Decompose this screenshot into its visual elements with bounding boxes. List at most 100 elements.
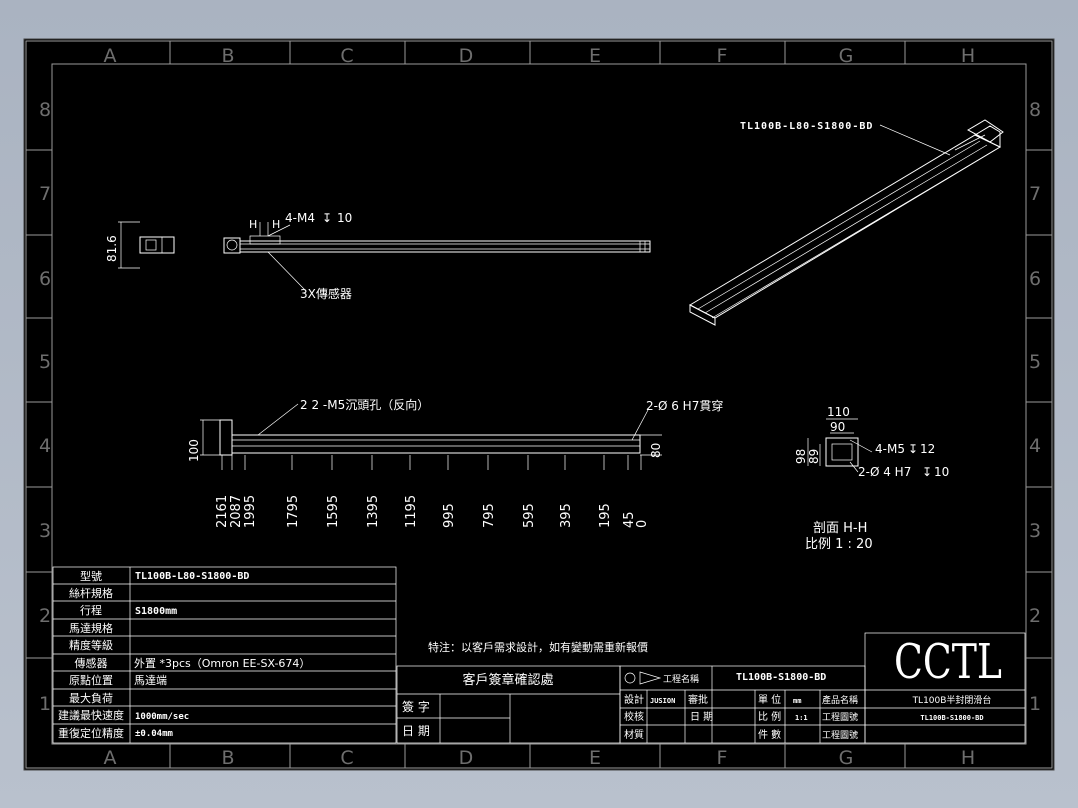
check-label: 校核 [624, 710, 644, 723]
projection-icon [624, 672, 636, 684]
row-label: 2 [1029, 605, 1041, 627]
ordinate-label: 995 [442, 503, 457, 528]
col-label: H [961, 747, 975, 769]
spec-value: S1800mm [135, 606, 177, 617]
customer-confirm: 客戶簽章確認處 簽 字 日 期 [396, 665, 621, 744]
h-mark-left: H [249, 218, 257, 231]
col-label: F [717, 45, 728, 67]
ordinate-label: 795 [482, 503, 497, 528]
unit-value: mm [793, 697, 801, 705]
ordinate-label: 45 [622, 511, 637, 528]
col-label: D [459, 45, 474, 67]
row-label: 8 [1029, 99, 1041, 121]
spec-value: 馬達端 [134, 674, 167, 687]
col-label: H [961, 45, 975, 67]
col-label: A [104, 45, 117, 67]
qty-label: 件 數 [758, 728, 781, 741]
spec-value: 外置 *3pcs（Omron EE-SX-674） [134, 657, 310, 670]
h-mark-right: H [272, 218, 280, 231]
company-logo: CCTL [894, 634, 1002, 690]
sign-label: 簽 字 [402, 699, 430, 714]
col-label: D [459, 747, 474, 769]
spec-label: 重復定位精度 [58, 726, 124, 740]
ordinate-label: 195 [598, 503, 613, 528]
top-hole-label: 4-M4 [285, 211, 315, 225]
spec-label: 馬達規格 [69, 621, 113, 635]
row-label: 4 [1029, 435, 1041, 457]
col-label: B [221, 45, 234, 67]
date-label: 日 期 [402, 724, 430, 738]
spec-table: 型號 TL100B-L80-S1800-BD 絲杆規格 行程 S1800mm 馬… [52, 566, 397, 744]
row-label: 7 [1029, 183, 1041, 205]
ordinate-label: 2161 [215, 495, 230, 528]
section-scale: 比例 1 : 20 [805, 537, 873, 552]
front-pin-label: 2-Ø 6 H7貫穿 [646, 398, 723, 413]
isometric-view: TL100B-L80-S1800-BD [688, 119, 1004, 326]
outer-frame [25, 40, 1053, 769]
design-note: 特注：以客戶需求設計，如有變動需重新報價 [428, 640, 648, 654]
section-w110: 110 [827, 405, 850, 419]
ordinate-label: 595 [522, 503, 537, 528]
spec-label: 型號 [80, 569, 102, 583]
section-hole2-depth: 10 [934, 465, 949, 479]
unit-label: 單 位 [758, 693, 781, 706]
front-height-dim: 100 [187, 439, 201, 462]
spec-label: 原點位置 [69, 673, 113, 687]
row-label: 5 [39, 351, 51, 373]
ordinate-label: 1195 [404, 495, 419, 528]
row-label: 2 [39, 605, 51, 627]
spec-label: 精度等級 [69, 638, 113, 652]
product-label: 產品名稱 [822, 694, 858, 706]
row-label: 1 [1029, 693, 1041, 715]
sensor-label: 3X傳感器 [300, 286, 352, 301]
scale-label: 比 例 [758, 710, 781, 723]
material-label: 材質 [624, 728, 644, 741]
front-view: 100 80 2 2 -M5沉頭孔（反向） 2-Ø 6 H7貫穿 2161 20… [187, 397, 723, 528]
sheet-paper [23, 38, 1055, 771]
section-view: 110 90 98 89 4-M5 ↧ 12 2-Ø 4 H7 ↧ 10 剖面 … [794, 405, 949, 552]
spec-label: 絲杆規格 [69, 586, 113, 600]
front-hole-label: 2 2 -M5沉頭孔（反向） [300, 397, 429, 412]
section-hole2: 2-Ø 4 H7 [858, 465, 911, 479]
ordinate-label: 2087 [229, 495, 244, 528]
row-label: 6 [39, 268, 51, 290]
col-label: B [221, 747, 234, 769]
grid-ticks [26, 41, 1052, 768]
section-hole1: 4-M5 [875, 442, 905, 456]
svg-text:↧: ↧ [922, 465, 932, 479]
row-label: 4 [39, 435, 51, 457]
grid-col-labels: A B C D E F G H A B C D E F G H [104, 45, 976, 769]
section-title: 剖面 H-H [813, 521, 867, 536]
spec-label: 建議最快速度 [58, 708, 124, 722]
col-label: C [340, 747, 353, 769]
spec-value: 1000mm/sec [135, 712, 189, 722]
ordinate-ticks [221, 455, 642, 470]
drawing-number: TL100B-S1800-BD [920, 714, 983, 722]
spec-value: TL100B-L80-S1800-BD [135, 571, 249, 582]
front-right-dim: 80 [649, 443, 663, 458]
row-label: 1 [39, 693, 51, 715]
col-label: G [839, 45, 854, 67]
iso-label: TL100B-L80-S1800-BD [740, 121, 873, 132]
spec-label: 傳感器 [75, 657, 108, 670]
row-label: 8 [39, 99, 51, 121]
ordinate-label: 1595 [326, 495, 341, 528]
svg-text:↧: ↧ [908, 442, 918, 456]
row-label: 3 [1029, 520, 1041, 542]
drawing-label-2: 工程圖號 [822, 729, 858, 741]
ordinate-label: 1795 [286, 495, 301, 528]
review-label: 審批 [688, 693, 708, 706]
row-label: 6 [1029, 268, 1041, 290]
iso-leader [879, 124, 951, 156]
model-number: TL100B-S1800-BD [736, 672, 826, 683]
title-block: 工程名稱 TL100B-S1800-BD 設計 JUSION 審批 校核 日 期… [619, 632, 1026, 744]
ordinate-label: 395 [559, 503, 574, 528]
grid-row-labels: 8 7 6 5 4 3 2 1 8 7 6 5 4 3 2 1 [39, 99, 1041, 715]
ordinate-labels: 2161 2087 1995 1795 1595 1395 1195 995 7… [215, 495, 650, 528]
row-label: 5 [1029, 351, 1041, 373]
confirm-title: 客戶簽章確認處 [462, 672, 553, 688]
drawing-label: 工程圖號 [822, 711, 858, 723]
spec-label: 行程 [80, 604, 102, 617]
